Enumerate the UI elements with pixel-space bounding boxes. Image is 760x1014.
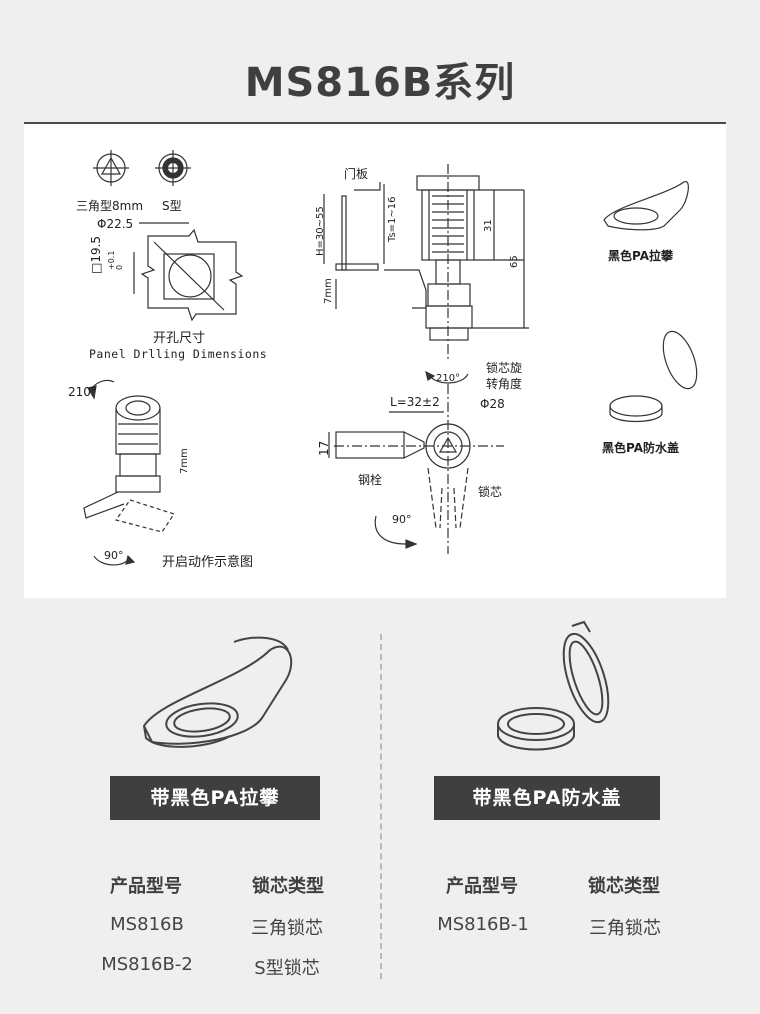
technical-drawing: 三角型8mm S型 Φ22.5 □19.5 0 +0.1 开孔尺寸 Panel … [24, 124, 726, 598]
label-core: 锁芯 [478, 485, 503, 499]
label-d7a: 7mm [323, 278, 334, 304]
products-divider [380, 634, 382, 979]
left-header-core: 锁芯类型 [252, 876, 324, 897]
label-square: □19.5 [89, 235, 103, 274]
label-steel-bolt: 钢栓 [358, 473, 383, 487]
drawing-lines [83, 150, 698, 566]
label-deg210a: 210° [68, 385, 97, 399]
label-deg210b: 210° [436, 373, 461, 384]
label-open-diagram: 开启动作示意图 [162, 555, 254, 570]
side-section-drawing [323, 164, 529, 384]
left-row-1-core: 三角锁芯 [251, 918, 323, 939]
label-deg90a: 90° [392, 513, 412, 526]
cover-badge: 带黑色PA防水盖 [434, 776, 660, 820]
label-l32: L=32±2 [390, 395, 440, 409]
title-rule [24, 122, 726, 124]
handle-product-image [142, 636, 293, 748]
left-header-model: 产品型号 [110, 876, 182, 897]
label-ts: Ts=1~16 [387, 196, 398, 242]
label-side-cover: 黑色PA防水盖 [602, 441, 679, 455]
open-action-drawing [83, 379, 175, 566]
label-tol-a: 0 [115, 264, 124, 270]
right-header-core: 锁芯类型 [588, 876, 660, 897]
label-h: H=30~55 [315, 206, 326, 256]
label-side-handle: 黑色PA拉攀 [608, 249, 673, 263]
label-phi225: Φ22.5 [97, 217, 134, 231]
label-d65: 65 [509, 255, 520, 268]
label-rot-angle2: 转角度 [486, 377, 523, 391]
label-tol-b: +0.1 [107, 250, 116, 270]
label-deg90b: 90° [104, 549, 124, 562]
handle-thumbnail [603, 181, 689, 231]
cover-thumbnail [609, 330, 698, 423]
label-triangle-core: 三角型8mm [76, 199, 144, 213]
label-rot-angle: 锁芯旋 [486, 361, 523, 375]
label-d7b: 7mm [179, 448, 190, 474]
panel-hole-drawing [133, 222, 244, 322]
right-row-1-core: 三角锁芯 [589, 918, 661, 939]
left-row-2-model: MS816B-2 [101, 954, 193, 975]
label-hole-en: Panel Drlling Dimensions [89, 347, 268, 361]
label-door: 门板 [344, 167, 369, 181]
label-hole-cn: 开孔尺寸 [153, 331, 206, 346]
label-d17: 17 [317, 440, 331, 456]
front-view-drawing [328, 384, 504, 554]
label-d31: 31 [483, 219, 494, 232]
right-row-1-model: MS816B-1 [437, 914, 529, 935]
handle-badge: 带黑色PA拉攀 [110, 776, 320, 820]
label-s-core: S型 [162, 199, 182, 213]
label-phi28: Φ28 [480, 397, 505, 411]
left-row-2-core: S型锁芯 [254, 958, 320, 979]
right-header-model: 产品型号 [446, 876, 518, 897]
cover-product-image [497, 620, 610, 751]
page-title: MS816B系列 [244, 60, 516, 106]
left-row-1-model: MS816B [110, 914, 184, 935]
